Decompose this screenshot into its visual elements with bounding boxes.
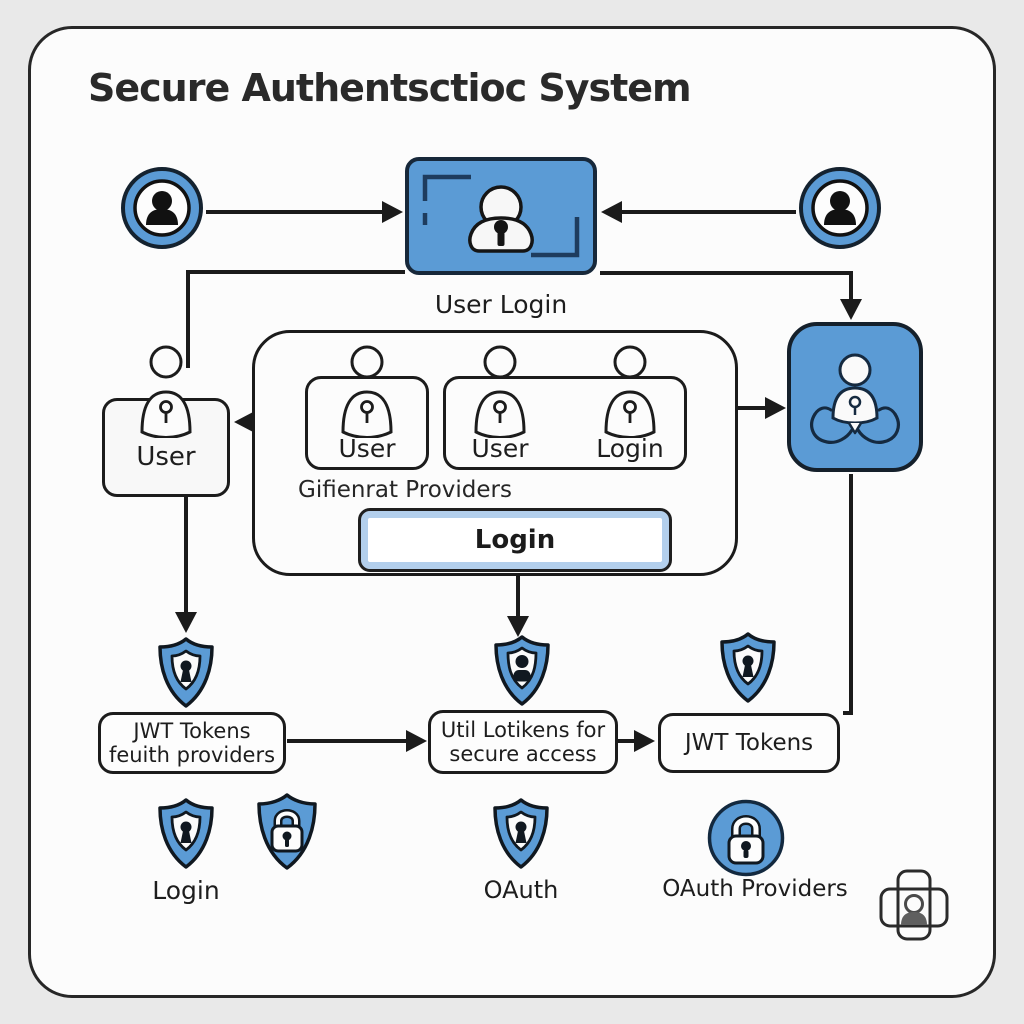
bottom-oauth-label: OAuth bbox=[483, 876, 559, 904]
provider-person-label: User bbox=[338, 434, 396, 463]
shield-user-icon bbox=[491, 634, 553, 708]
jwt-tokens-right-box: JWT Tokens bbox=[658, 713, 840, 773]
bottom-login-label: Login bbox=[152, 876, 220, 905]
user-avatar-icon bbox=[120, 166, 204, 250]
user-box-label: User bbox=[136, 442, 196, 472]
provider-person-label: Login bbox=[596, 434, 664, 463]
person-keyhole-icon bbox=[133, 344, 199, 438]
circle-padlock-icon bbox=[706, 798, 786, 878]
user-avatar-icon bbox=[798, 166, 882, 250]
identity-panel bbox=[787, 322, 923, 472]
person-keyhole-icon bbox=[467, 344, 533, 438]
providers-container bbox=[252, 330, 738, 576]
person-keyhole-icon bbox=[597, 344, 663, 438]
shield-keyhole-icon bbox=[155, 636, 217, 710]
login-button: Login bbox=[358, 508, 672, 572]
user-login-label: User Login bbox=[434, 290, 568, 319]
util-tokens-box: Util Lotikens for secure access bbox=[428, 710, 618, 774]
jwt-tokens-line1: JWT Tokens bbox=[133, 719, 251, 743]
bottom-oauth-providers-label: OAuth Providers bbox=[662, 876, 848, 902]
provider-person-label: User bbox=[471, 434, 529, 463]
person-keyhole-icon bbox=[334, 344, 400, 438]
user-login-card bbox=[405, 157, 597, 275]
util-tokens-line1: Util Lotikens for bbox=[440, 718, 606, 742]
shield-keyhole-icon bbox=[717, 631, 779, 705]
shield-keyhole-icon bbox=[155, 797, 217, 871]
jwt-tokens-right-label: JWT Tokens bbox=[684, 730, 814, 756]
jwt-tokens-line2: feuith providers bbox=[108, 743, 276, 767]
padlock-icon bbox=[422, 174, 580, 258]
util-tokens-line2: secure access bbox=[449, 742, 597, 766]
providers-group-label: Gifienrat Providers bbox=[298, 477, 512, 503]
shield-padlock-icon bbox=[254, 792, 320, 872]
page-title: Secure Authentsctioc System bbox=[88, 66, 692, 110]
provider-box-2 bbox=[443, 376, 687, 470]
user-in-hands-icon bbox=[810, 353, 900, 444]
id-card-icon bbox=[876, 868, 952, 942]
shield-keyhole-icon bbox=[490, 797, 552, 871]
jwt-tokens-box: JWT Tokens feuith providers bbox=[98, 712, 286, 774]
